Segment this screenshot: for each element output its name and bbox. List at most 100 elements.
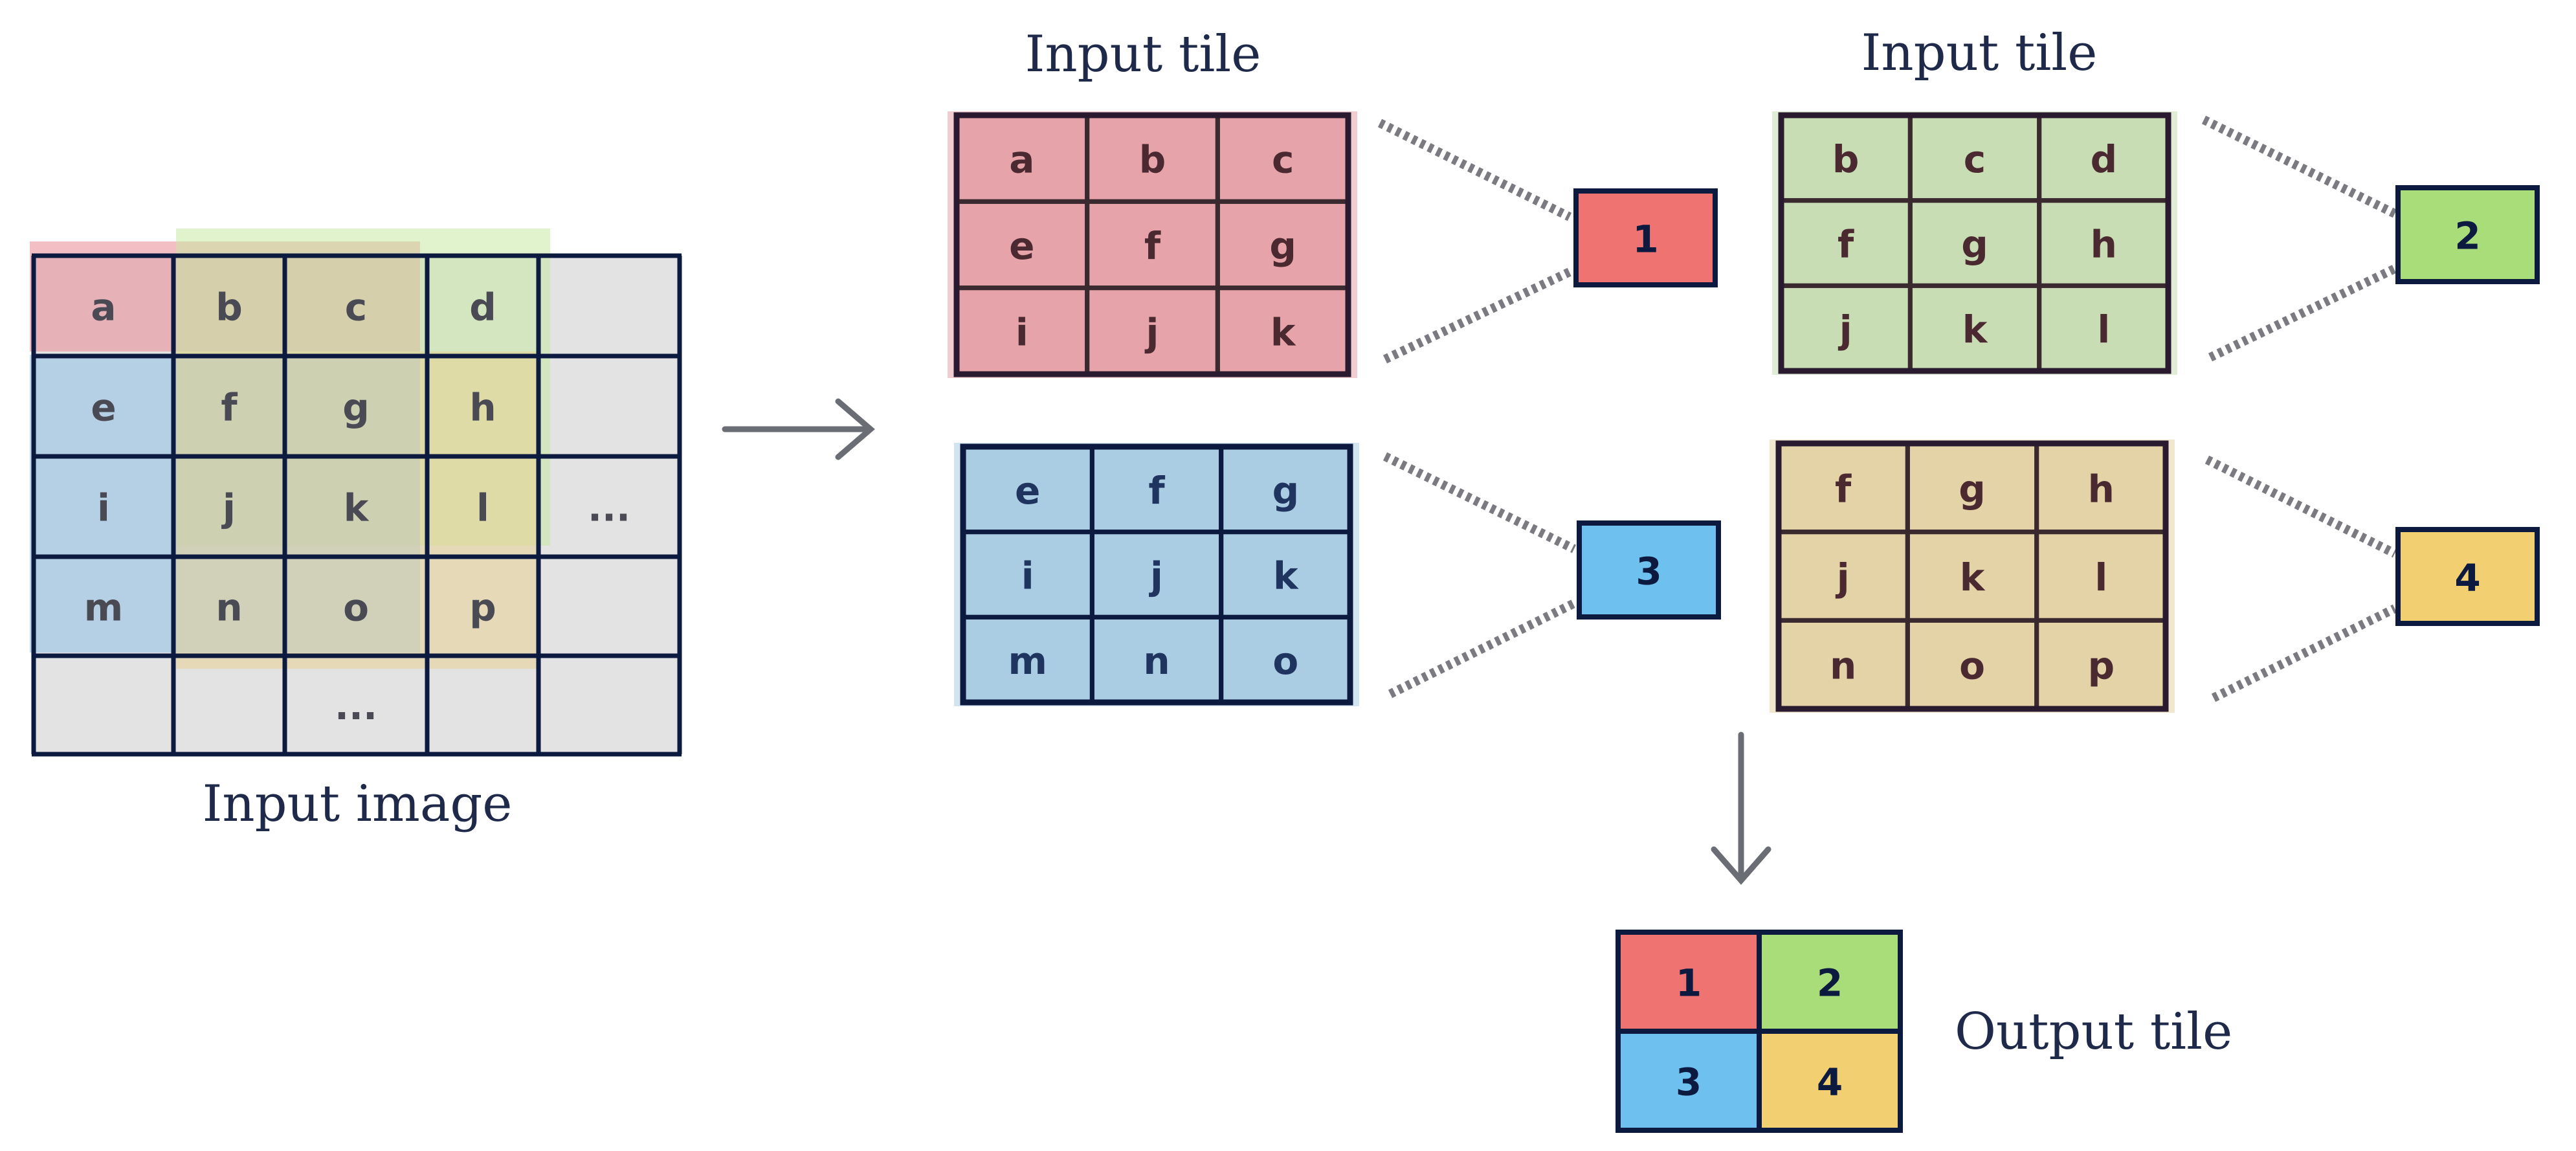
- tile-cell-label: j: [1149, 554, 1163, 598]
- tile-border: [953, 112, 1351, 377]
- dotted-connector: [1382, 452, 1577, 553]
- tile-cell-label: h: [2088, 467, 2115, 511]
- input-image-cell-label: i: [97, 486, 110, 530]
- tile-cell-label: n: [1143, 639, 1170, 683]
- input-image-cell-label: j: [221, 486, 236, 530]
- tile-body: [1781, 115, 2168, 371]
- input-image-cell-label: a: [91, 285, 116, 330]
- output-tile-cell-label: 3: [1676, 1060, 1702, 1104]
- input-image-cell: [539, 456, 680, 557]
- arrow-right: [722, 398, 875, 460]
- input-image-cell: [285, 656, 427, 754]
- input-image-cell-label: o: [343, 586, 369, 630]
- dotted-connector: [2204, 455, 2397, 558]
- tile-cell-label: k: [1962, 307, 1988, 352]
- tile-cell-label: l: [2097, 307, 2110, 352]
- tile-output-box-2: [2395, 185, 2540, 284]
- tile-cell-label: j: [1838, 307, 1852, 352]
- tile-cell-label: j: [1145, 310, 1159, 354]
- input-image-cell: [173, 656, 285, 754]
- tile-output-label: 4: [2454, 556, 2480, 600]
- input-image-cell: [539, 256, 680, 356]
- dotted-connector: [2201, 115, 2397, 218]
- input-image-cell-label: g: [342, 386, 370, 430]
- output-tile-cell: [1757, 1029, 1903, 1133]
- tile-cell-label: k: [1271, 310, 1296, 354]
- tile-output-label: 1: [1632, 218, 1658, 262]
- tile-cell-label: k: [1960, 555, 1986, 599]
- tile-cell-label: p: [2088, 644, 2115, 688]
- arrow-down: [1711, 732, 1771, 885]
- tile-cell-label: j: [1836, 555, 1850, 599]
- tile-cell-label: g: [1269, 224, 1296, 268]
- input-image-cell-label: f: [221, 386, 238, 430]
- output-tile-cell-label: 1: [1676, 961, 1702, 1005]
- input-image-caption: Input image: [203, 775, 513, 833]
- output-tile-cell: [1616, 1029, 1762, 1133]
- tile-cell-label: e: [1015, 469, 1040, 513]
- tile-cell-label: f: [1148, 469, 1165, 513]
- input-image-cell: [539, 656, 680, 754]
- tile-cell-label: a: [1009, 138, 1034, 182]
- tile-cell-label: c: [1272, 138, 1294, 182]
- tile-cell-label: k: [1273, 554, 1299, 598]
- tile-cell-label: b: [1139, 138, 1166, 182]
- input-image-cell-label: e: [91, 386, 116, 430]
- tile-body: [1779, 443, 2166, 709]
- input-image-cell-label: n: [216, 586, 242, 630]
- tile-body: [957, 115, 1348, 374]
- tile-cell-label: b: [1832, 137, 1860, 181]
- dotted-connector: [2208, 264, 2397, 362]
- tile-border: [960, 443, 1353, 706]
- input-image-cell: [427, 656, 539, 754]
- tile-cell-label: d: [2091, 137, 2118, 181]
- tile-border: [1775, 440, 2169, 712]
- tile-cell-label: f: [1835, 467, 1852, 511]
- tile-cell-label: n: [1830, 644, 1856, 688]
- tile-body: [963, 447, 1350, 702]
- input-image-cell-label: m: [84, 586, 123, 630]
- tile-cell-label: g: [1961, 223, 1988, 267]
- dotted-connector: [1383, 267, 1571, 364]
- input-tile-4: f g h j k l n o p 4: [1770, 440, 2540, 713]
- tile-cell-label: o: [1959, 644, 1985, 688]
- input-image-cell-label: d: [469, 285, 496, 330]
- input-image-cell: [539, 356, 680, 456]
- dotted-connector: [1377, 118, 1572, 221]
- input-image-cell-label: p: [469, 586, 496, 630]
- tile-output-box-4: [2395, 527, 2540, 626]
- tile-border: [1778, 112, 2171, 374]
- tile-cell-label: l: [2094, 555, 2107, 599]
- input-image-cell: [34, 656, 173, 754]
- tile-cell-label: g: [1959, 467, 1986, 511]
- output-tile-cells: 1 2 3 4: [1616, 930, 1903, 1133]
- tile-cell-label: m: [1008, 639, 1047, 683]
- tile-cell-label: e: [1009, 224, 1034, 268]
- input-image-cell-label: k: [344, 486, 370, 530]
- tile-cell-label: g: [1272, 469, 1300, 513]
- overlay-tile-4: [176, 352, 539, 669]
- input-image-cell-label: ...: [588, 486, 630, 530]
- tile-output-box-1: [1573, 188, 1718, 287]
- tile-cell-label: c: [1964, 137, 1986, 181]
- input-image-cell-label: l: [476, 486, 489, 530]
- output-tile: 1 2 3 4 Output tile: [1616, 930, 2232, 1133]
- tile-cell-label: f: [1838, 223, 1854, 267]
- tile-output-label: 3: [1636, 550, 1661, 594]
- tile-cell-label: h: [2091, 223, 2117, 267]
- output-tile-caption: Output tile: [1955, 1003, 2232, 1061]
- dotted-connector: [1388, 599, 1577, 698]
- input-image-cell-label: c: [345, 285, 367, 330]
- tile-output-box-3: [1577, 520, 1721, 620]
- output-tile-cell-label: 2: [1817, 961, 1843, 1005]
- tile-cell-label: f: [1144, 224, 1161, 268]
- input-image-cell: [539, 557, 680, 656]
- output-tile-cell-label: 4: [1817, 1060, 1843, 1104]
